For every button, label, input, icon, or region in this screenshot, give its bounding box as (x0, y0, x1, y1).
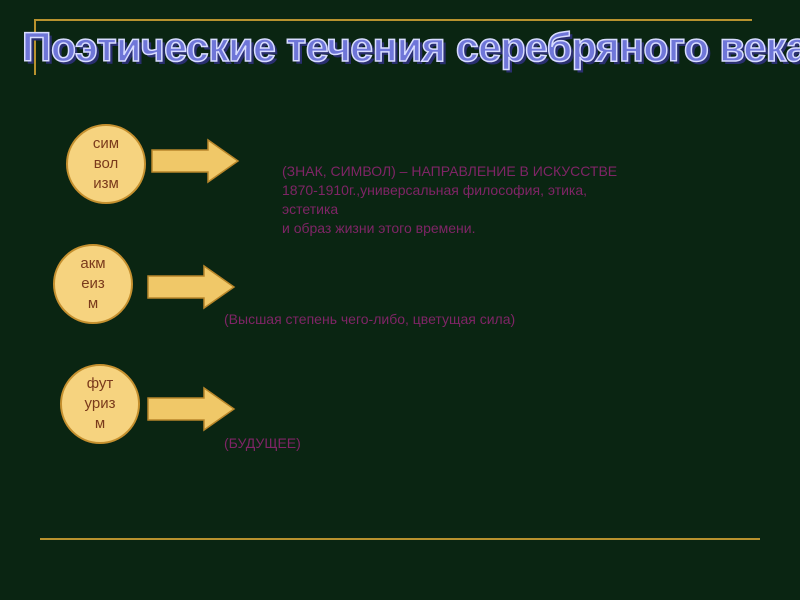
top-rule (34, 19, 752, 21)
description-line: и образ жизни этого времени. (282, 220, 476, 236)
circle-label-line: вол (93, 155, 119, 172)
symbolism-description: (ЗНАК, СИМВОЛ) – НАПРАВЛЕНИЕ В ИСКУССТВЕ… (282, 162, 782, 238)
circle-label-line: акм (80, 255, 106, 272)
circle-label-line: м (87, 295, 99, 312)
circle-label-line: изм (93, 175, 119, 192)
description-line: (Высшая степень чего-либо, цветущая сила… (224, 311, 516, 327)
description-line: (БУДУЩЕЕ) (224, 435, 301, 451)
slide-title: Поэтические течения серебряного века (21, 23, 800, 71)
acmeism-circle: акм еиз м (53, 244, 133, 324)
acmeism-arrow-icon (147, 264, 236, 310)
acmeism-description: (Высшая степень чего-либо, цветущая сила… (224, 310, 764, 329)
bottom-rule (40, 538, 760, 540)
left-accent-rule (34, 19, 36, 75)
symbolism-circle: сим вол изм (66, 124, 146, 204)
circle-label-line: еиз (81, 275, 105, 292)
circle-label-line: фут (86, 375, 114, 392)
futurism-arrow-icon (147, 386, 236, 432)
circle-label-line: м (94, 415, 106, 432)
description-line: 1870-1910г.,универсальная философия, эти… (282, 182, 588, 198)
description-line: эстетика (282, 201, 339, 217)
description-line: (ЗНАК, СИМВОЛ) – НАПРАВЛЕНИЕ В ИСКУССТВЕ (282, 163, 618, 179)
circle-label-line: уриз (84, 395, 116, 412)
circle-label-line: сим (92, 135, 120, 152)
futurism-circle: фут уриз м (60, 364, 140, 444)
futurism-description: (БУДУЩЕЕ) (224, 434, 764, 453)
symbolism-arrow-icon (151, 138, 240, 184)
